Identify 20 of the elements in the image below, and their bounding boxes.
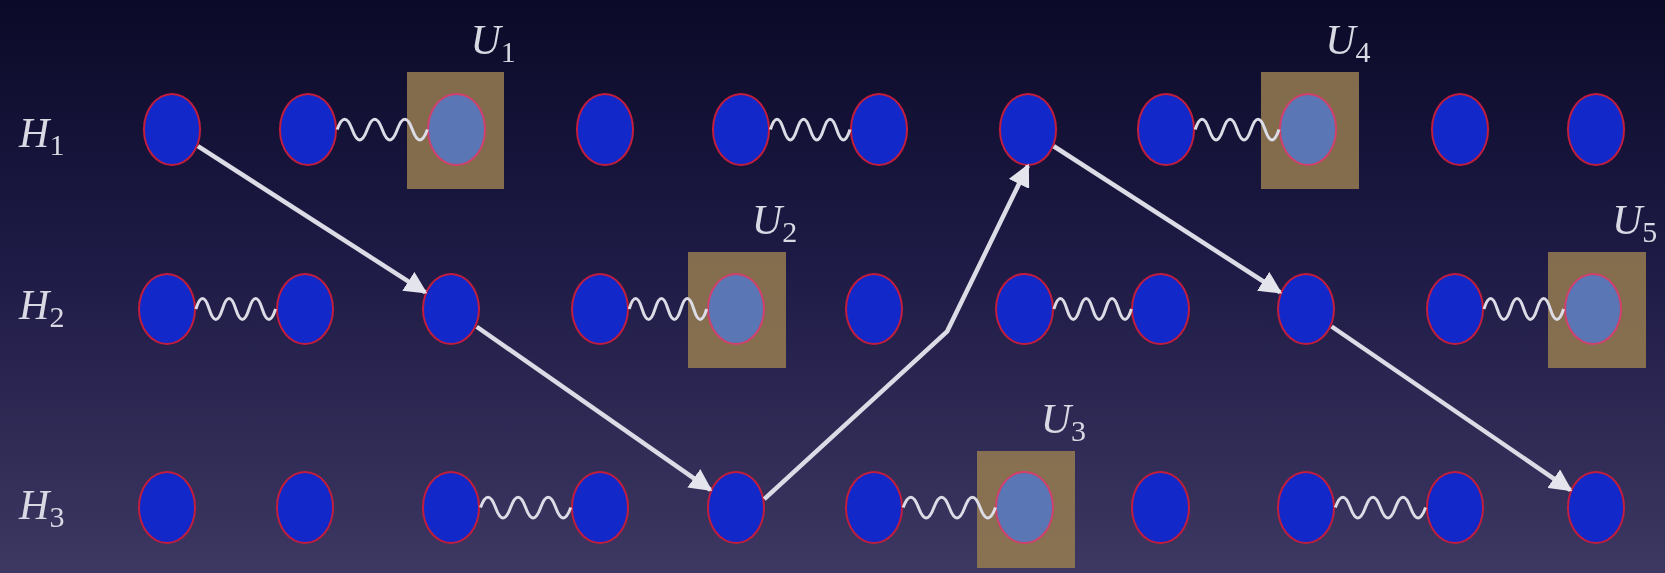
unitary-label: U$_{1}$: [470, 19, 516, 67]
wavy-line: [1482, 297, 1565, 321]
arrow: [762, 163, 1030, 501]
unitary-label: U$_{2}$: [751, 198, 798, 247]
unitary-label: U$_{5}$: [1611, 198, 1658, 247]
row-label: H$_{1}$: [19, 112, 65, 160]
unitary-label: U$_{4}$: [1325, 19, 1371, 67]
arrow: [1330, 324, 1573, 492]
highlight-square: [406, 72, 505, 189]
arrow: [1052, 144, 1283, 295]
highlight-square: [688, 251, 786, 369]
row-label: H$_{3}$: [19, 483, 65, 532]
wavy-line: [1052, 297, 1133, 321]
wavy-line: [194, 297, 277, 321]
highlight-square: [976, 451, 1075, 569]
row-label: H$_{2}$: [19, 284, 65, 332]
highlight-square: [1261, 72, 1360, 189]
highlight-square: [1548, 251, 1646, 369]
unitary-label: U$_{3}$: [1040, 398, 1086, 446]
arrow: [475, 324, 713, 492]
